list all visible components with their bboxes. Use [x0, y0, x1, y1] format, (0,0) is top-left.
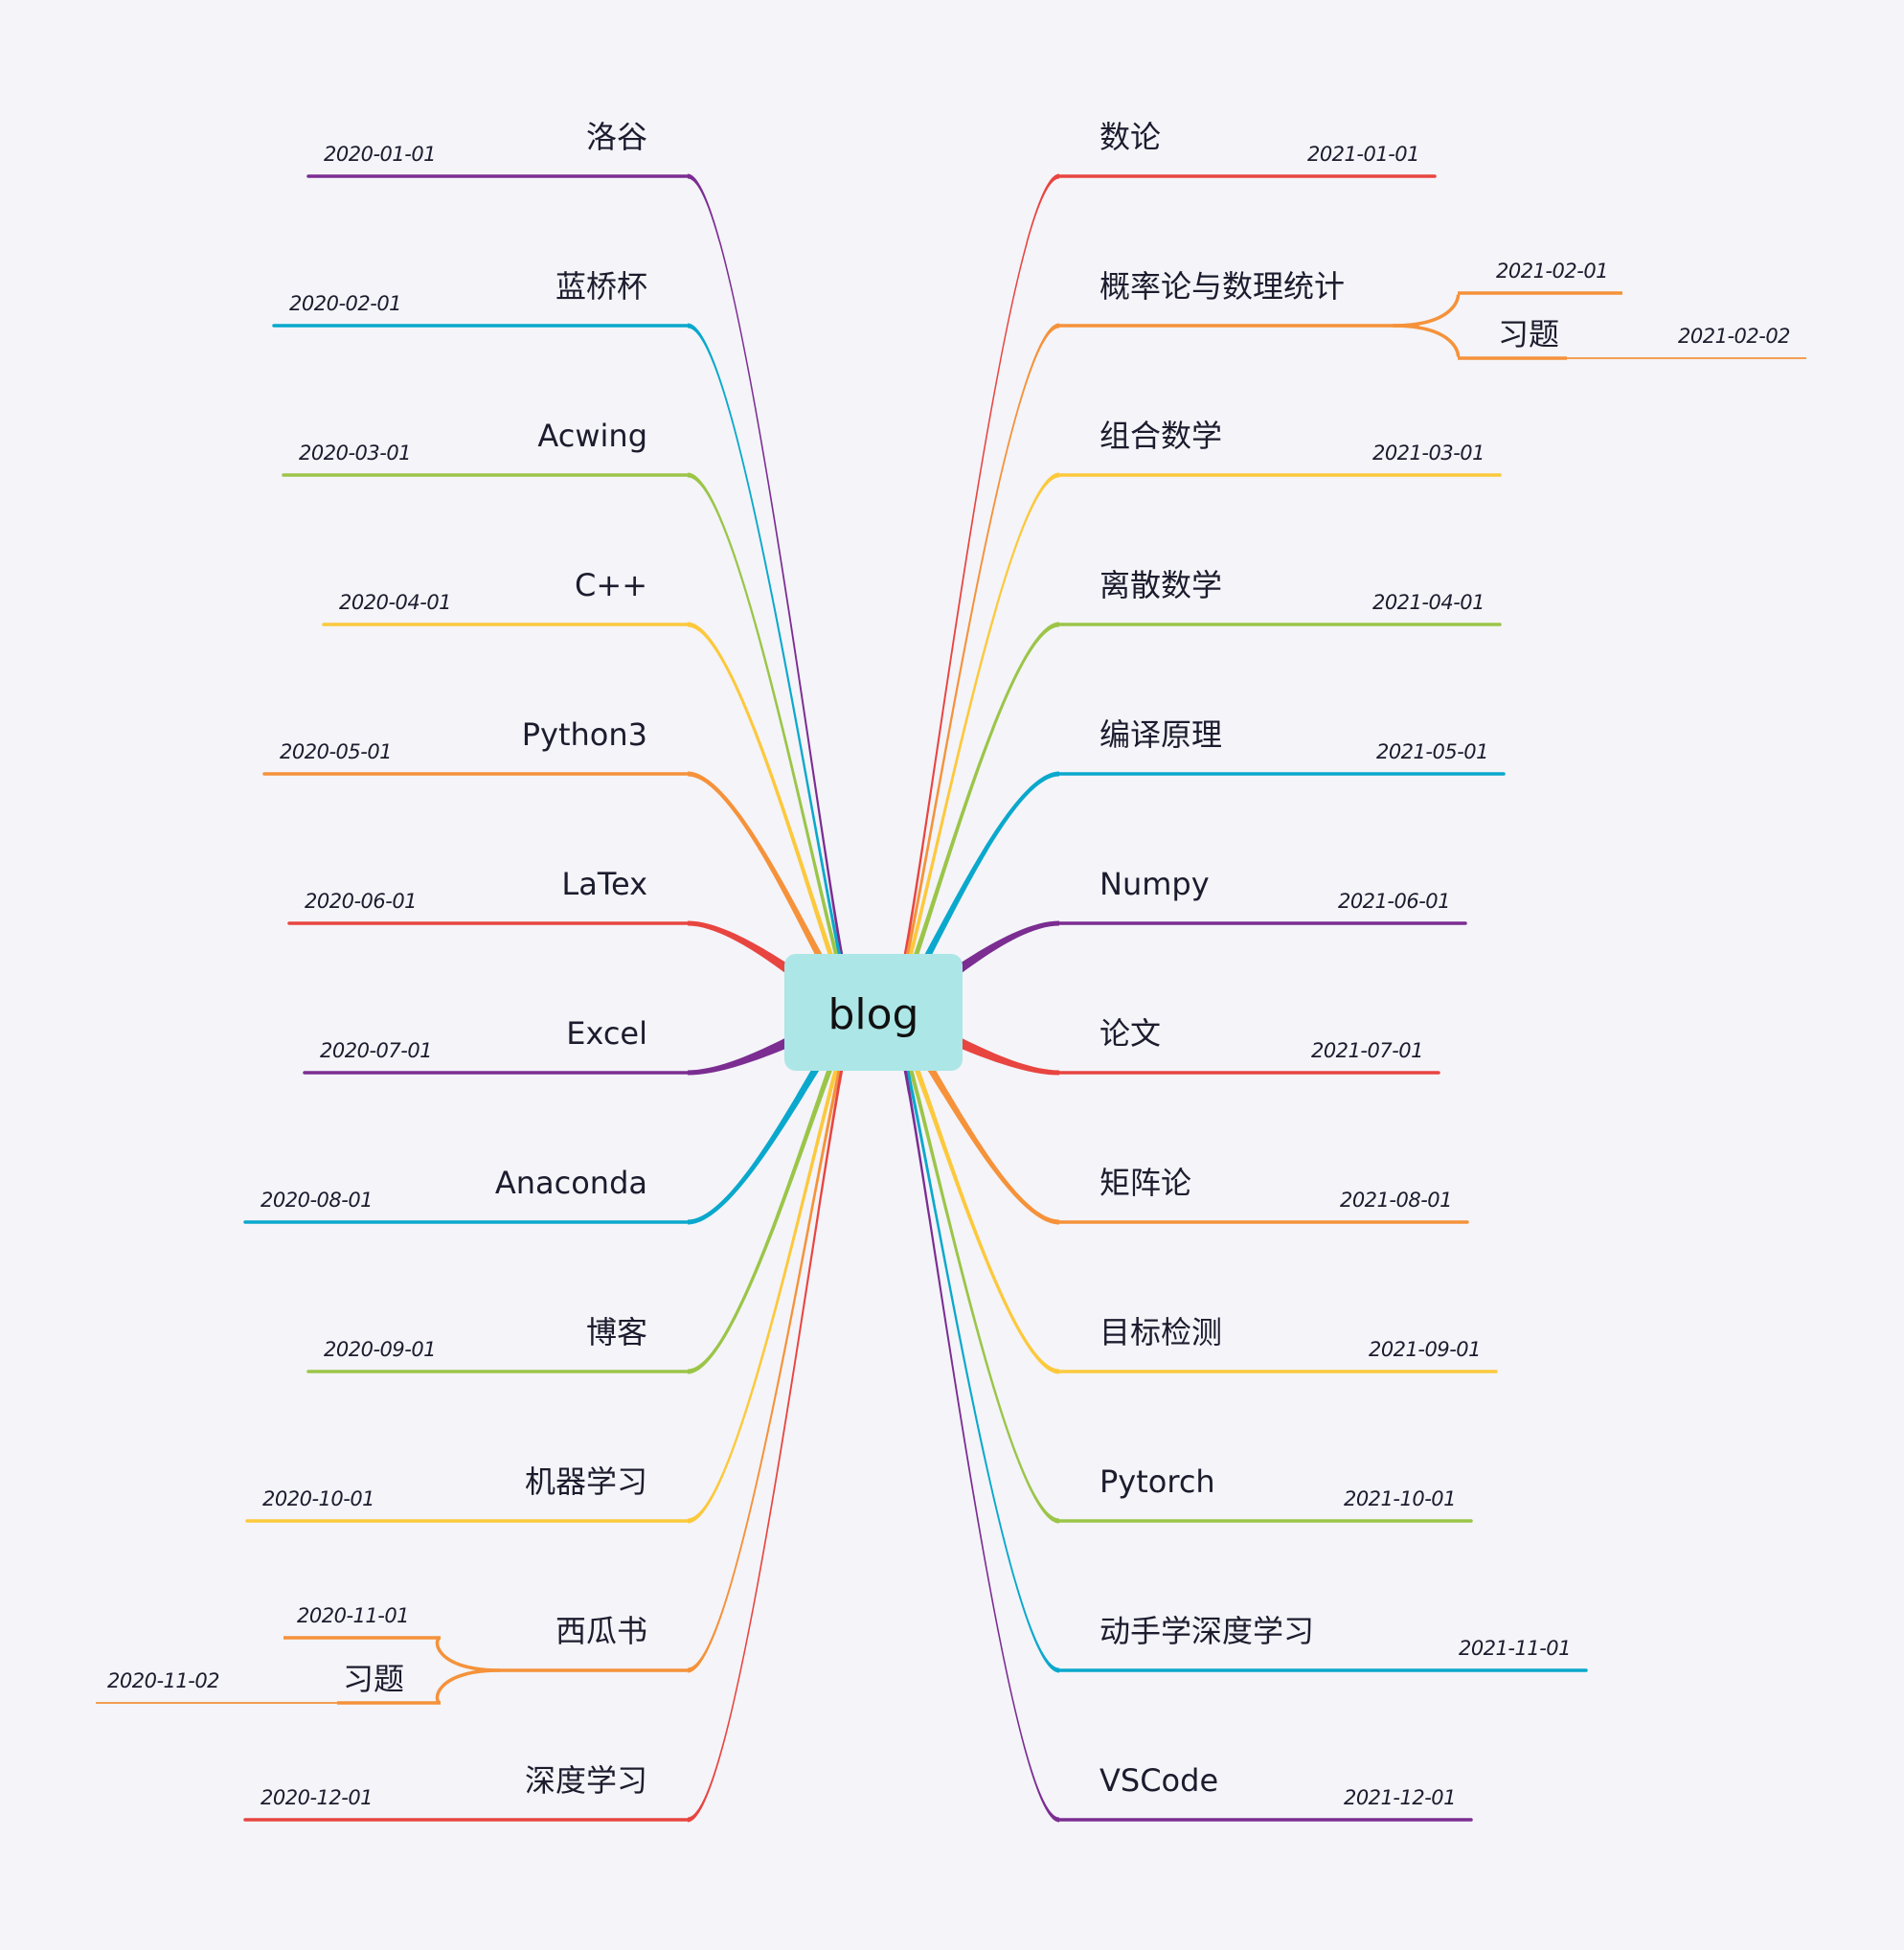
right-topic-label-11: 动手学深度学习 — [1099, 1613, 1314, 1649]
right-topic-label-7: 论文 — [1099, 1015, 1161, 1052]
left-topic-label-4: C++ — [575, 567, 647, 603]
left-topic-9[interactable]: 博客 2020-09-01 — [324, 1314, 647, 1361]
right-topic-label-10: Pytorch — [1099, 1463, 1215, 1500]
left-subtopic-date-1: 2020-11-01 — [297, 1604, 409, 1627]
right-topic-label-3: 组合数学 — [1099, 418, 1222, 454]
left-branch-curve-3 — [688, 472, 856, 1022]
left-branch-curve-10 — [688, 1005, 856, 1524]
left-topic-6[interactable]: LaTex 2020-06-01 — [305, 866, 647, 913]
left-topic-5[interactable]: Python3 2020-05-01 — [280, 716, 647, 763]
right-topic-2[interactable]: 概率论与数理统计 2021-02-01 习题 2021-02-02 — [1099, 260, 1791, 352]
right-subtopic-line-2 — [1392, 324, 1567, 360]
right-topic-1[interactable]: 数论 2021-01-01 — [1099, 119, 1420, 166]
left-topic-label-3: Acwing — [537, 418, 647, 454]
left-topic-label-2: 蓝桥杯 — [555, 268, 647, 305]
left-topic-3[interactable]: Acwing 2020-03-01 — [299, 418, 647, 465]
left-topic-label-10: 机器学习 — [525, 1463, 647, 1500]
right-subtopic-date-1: 2021-02-01 — [1496, 260, 1608, 283]
right-topic-11[interactable]: 动手学深度学习 2021-11-01 — [1099, 1613, 1572, 1660]
left-topic-label-8: Anaconda — [495, 1165, 647, 1201]
left-subtopic-line-1 — [283, 1636, 501, 1672]
right-subtopic-label-2: 习题 — [1498, 316, 1559, 352]
left-topic-date-2: 2020-02-01 — [289, 292, 401, 315]
right-topic-10[interactable]: Pytorch 2021-10-01 — [1099, 1463, 1457, 1510]
left-topic-date-10: 2020-10-01 — [262, 1487, 374, 1510]
right-topic-date-10: 2021-10-01 — [1344, 1487, 1456, 1510]
left-topic-date-1: 2020-01-01 — [324, 143, 436, 166]
left-topic-date-5: 2020-05-01 — [280, 740, 392, 763]
right-topic-date-7: 2021-07-01 — [1311, 1039, 1423, 1062]
right-topic-label-5: 编译原理 — [1099, 716, 1222, 753]
root-box — [784, 954, 963, 1071]
right-topic-date-8: 2021-08-01 — [1340, 1189, 1452, 1212]
left-branch-curve-1 — [688, 173, 856, 1022]
right-topic-3[interactable]: 组合数学 2021-03-01 — [1099, 418, 1485, 465]
right-topic-label-4: 离散数学 — [1099, 567, 1222, 603]
left-branch-curve-12 — [688, 1005, 856, 1823]
left-topic-label-11: 西瓜书 — [555, 1613, 647, 1649]
left-topic-date-6: 2020-06-01 — [305, 890, 417, 913]
right-topic-9[interactable]: 目标检测 2021-09-01 — [1099, 1314, 1482, 1361]
left-topic-10[interactable]: 机器学习 2020-10-01 — [262, 1463, 647, 1510]
right-branch-curve-11 — [891, 1005, 1059, 1673]
left-topic-4[interactable]: C++ 2020-04-01 — [339, 567, 647, 614]
left-topic-label-6: LaTex — [561, 866, 647, 902]
left-topic-date-4: 2020-04-01 — [339, 591, 451, 614]
right-topic-label-6: Numpy — [1099, 866, 1210, 902]
left-topic-date-9: 2020-09-01 — [324, 1338, 436, 1361]
left-topic-7[interactable]: Excel 2020-07-01 — [320, 1015, 647, 1062]
root-node[interactable]: blog — [784, 954, 963, 1071]
right-topic-date-5: 2021-05-01 — [1376, 740, 1488, 763]
right-topic-label-1: 数论 — [1099, 119, 1161, 155]
right-subtopic-line-1 — [1392, 291, 1622, 328]
right-topic-8[interactable]: 矩阵论 2021-08-01 — [1099, 1165, 1453, 1212]
right-topic-label-8: 矩阵论 — [1099, 1165, 1191, 1201]
right-topic-label-12: VSCode — [1099, 1762, 1218, 1799]
right-topic-6[interactable]: Numpy 2021-06-01 — [1099, 866, 1451, 913]
right-topic-date-4: 2021-04-01 — [1372, 591, 1485, 614]
left-topic-12[interactable]: 深度学习 2020-12-01 — [261, 1762, 647, 1809]
right-subtopic-date-2: 2021-02-02 — [1678, 325, 1790, 348]
left-topic-11[interactable]: 西瓜书 2020-11-01 习题 2020-11-02 — [107, 1604, 647, 1697]
right-topic-label-2: 概率论与数理统计 — [1099, 268, 1345, 305]
right-topic-date-1: 2021-01-01 — [1307, 143, 1419, 166]
left-subtopic-date-2: 2020-11-02 — [107, 1669, 219, 1692]
right-topic-4[interactable]: 离散数学 2021-04-01 — [1099, 567, 1485, 614]
left-topic-label-5: Python3 — [522, 716, 647, 753]
right-topic-label-9: 目标检测 — [1099, 1314, 1222, 1350]
topic-underlines — [96, 174, 1806, 1822]
left-topic-label-9: 博客 — [586, 1314, 647, 1350]
left-branch-curve-2 — [688, 323, 856, 1022]
left-topic-label-1: 洛谷 — [586, 119, 647, 155]
right-branch-curve-10 — [891, 1005, 1059, 1524]
right-branch-curve-3 — [891, 472, 1059, 1022]
right-topic-date-3: 2021-03-01 — [1372, 442, 1485, 465]
right-branch-curve-2 — [891, 323, 1059, 1022]
right-topic-date-12: 2021-12-01 — [1344, 1786, 1456, 1809]
right-topic-date-9: 2021-09-01 — [1369, 1338, 1481, 1361]
left-branch-curve-11 — [688, 1005, 856, 1673]
right-topic-7[interactable]: 论文 2021-07-01 — [1099, 1015, 1424, 1062]
left-topic-8[interactable]: Anaconda 2020-08-01 — [261, 1165, 647, 1212]
left-topic-date-7: 2020-07-01 — [320, 1039, 432, 1062]
right-topic-date-11: 2021-11-01 — [1459, 1637, 1571, 1660]
left-topic-label-12: 深度学习 — [525, 1762, 647, 1799]
left-subtopic-line-2 — [337, 1668, 501, 1705]
right-topic-date-6: 2021-06-01 — [1338, 890, 1450, 913]
left-topic-date-12: 2020-12-01 — [261, 1786, 373, 1809]
left-topic-2[interactable]: 蓝桥杯 2020-02-01 — [289, 268, 647, 315]
right-branch-curve-1 — [891, 173, 1059, 1022]
left-topic-1[interactable]: 洛谷 2020-01-01 — [324, 119, 647, 166]
right-topic-5[interactable]: 编译原理 2021-05-01 — [1099, 716, 1489, 763]
right-topic-12[interactable]: VSCode 2021-12-01 — [1099, 1762, 1457, 1809]
root-label: blog — [827, 990, 918, 1039]
left-topic-date-8: 2020-08-01 — [261, 1189, 373, 1212]
left-topic-label-7: Excel — [566, 1015, 647, 1052]
left-topic-date-3: 2020-03-01 — [299, 442, 411, 465]
right-branch-curve-12 — [891, 1005, 1059, 1823]
left-subtopic-label-2: 习题 — [343, 1661, 404, 1697]
